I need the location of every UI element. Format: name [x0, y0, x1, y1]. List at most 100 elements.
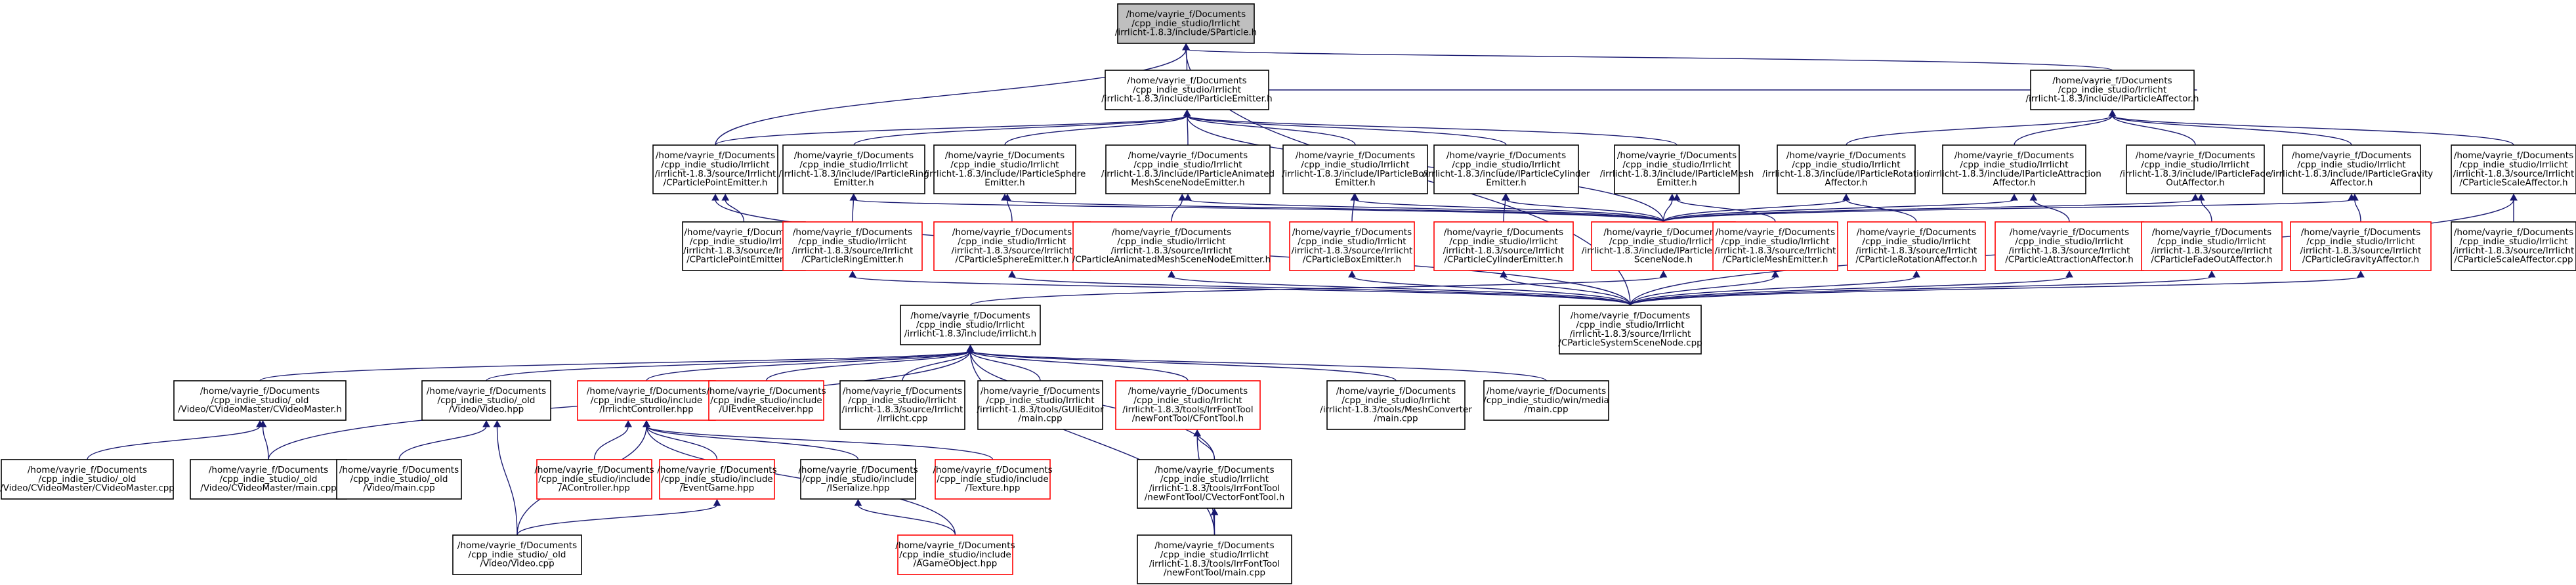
file-node-ccyl[interactable]: /home/vayrie_f/Documents/cpp_indie_studi…: [1433, 221, 1574, 271]
file-node-label-line: /home/vayrie_f/Documents: [657, 465, 776, 475]
file-node-tex[interactable]: /home/vayrie_f/Documents/cpp_indie_studi…: [933, 459, 1053, 500]
file-node-agame[interactable]: /home/vayrie_f/Documents/cpp_indie_studi…: [895, 534, 1015, 575]
file-node-box: [977, 380, 1103, 430]
include-edge-csysnode-to-cfade: [1630, 270, 2216, 306]
file-node-iring[interactable]: /home/vayrie_f/Documents/cpp_indie_studi…: [778, 144, 929, 194]
arrow-head-icon: [2357, 270, 2365, 278]
file-node-label-line: /cpp_indie_studio/_old: [211, 395, 309, 406]
arrow-head-icon: [1673, 193, 1681, 201]
file-node-video-cpp[interactable]: /home/vayrie_f/Documents/cpp_indie_studi…: [452, 534, 582, 575]
include-edge-isys-to-iattr: [1662, 193, 2018, 223]
file-node-box: [2030, 70, 2195, 110]
file-node-iattr[interactable]: /home/vayrie_f/Documents/cpp_indie_studi…: [1927, 144, 2101, 194]
include-edge-line: [1662, 199, 1673, 223]
node-layer: /home/vayrie_f/Documents/cpp_indie_studi…: [0, 3, 2576, 584]
file-node-label-line: /Video/CVideoMaster/CVideoMaster.h: [178, 404, 342, 415]
file-node-imesh[interactable]: /home/vayrie_f/Documents/cpp_indie_studi…: [1600, 144, 1754, 194]
file-node-label-line: /irrlicht-1.8.3/source/Irrlicht: [683, 246, 805, 256]
file-node-cvft[interactable]: /home/vayrie_f/Documents/cpp_indie_studi…: [1137, 459, 1292, 509]
include-edge-csysnode-to-canim: [1168, 270, 1631, 306]
file-node-cscale-cpp[interactable]: /home/vayrie_f/Documents/cpp_indie_studi…: [2451, 221, 2576, 271]
file-node-ibox[interactable]: /home/vayrie_f/Documents/cpp_indie_studi…: [1282, 144, 1429, 194]
include-edge-isys-to-imesh: [1662, 193, 1676, 223]
file-node-icyl[interactable]: /home/vayrie_f/Documents/cpp_indie_studi…: [1423, 144, 1590, 194]
file-node-label-line: /main.cpp: [1374, 414, 1418, 424]
file-node-iemit[interactable]: /home/vayrie_f/Documents/cpp_indie_studi…: [1101, 70, 1273, 110]
file-node-csysnode[interactable]: /home/vayrie_f/Documents/cpp_indie_studi…: [1558, 305, 1702, 355]
file-node-igrav[interactable]: /home/vayrie_f/Documents/cpp_indie_studi…: [2270, 144, 2433, 194]
file-node-cgrav[interactable]: /home/vayrie_f/Documents/cpp_indie_studi…: [2290, 221, 2432, 271]
file-node-cvm-cpp[interactable]: /home/vayrie_f/Documents/cpp_indie_studi…: [0, 459, 175, 500]
file-node-canim[interactable]: /home/vayrie_f/Documents/cpp_indie_studi…: [1072, 221, 1271, 271]
arrow-head-icon: [1008, 270, 1016, 278]
file-node-actrl[interactable]: /home/vayrie_f/Documents/cpp_indie_studi…: [534, 459, 654, 500]
file-node-box: [1591, 221, 1736, 271]
file-node-label-line: Affector.h: [1993, 178, 2036, 188]
file-node-label-line: /cpp_indie_studio/Irrlicht: [661, 160, 769, 170]
file-node-label-line: /irrlicht-1.8.3/include/IParticleRing: [778, 169, 929, 179]
file-node-win[interactable]: /home/vayrie_f/Documents/cpp_indie_studi…: [1483, 380, 1609, 421]
file-node-label-line: /cpp_indie_studio/Irrlicht: [2015, 236, 2123, 247]
file-node-cvm-h[interactable]: /home/vayrie_f/Documents/cpp_indie_studi…: [173, 380, 347, 421]
file-node-iaff[interactable]: /home/vayrie_f/Documents/cpp_indie_studi…: [2025, 70, 2199, 110]
file-node-ianim[interactable]: /home/vayrie_f/Documents/cpp_indie_studi…: [1101, 144, 1275, 194]
file-node-label-line: /CParticleAttractionAffector.h: [2005, 255, 2134, 265]
file-node-evtgame[interactable]: /home/vayrie_f/Documents/cpp_indie_studi…: [657, 459, 777, 500]
file-node-box: [839, 380, 965, 430]
file-node-cfonttool[interactable]: /home/vayrie_f/Documents/cpp_indie_studi…: [1115, 380, 1261, 430]
file-node-irrlicht-cpp[interactable]: /home/vayrie_f/Documents/cpp_indie_studi…: [839, 380, 965, 430]
file-node-box: [1117, 3, 1255, 44]
file-node-cattr[interactable]: /home/vayrie_f/Documents/cpp_indie_studi…: [1995, 221, 2144, 271]
file-node-label-line: /CParticleRingEmitter.h: [801, 255, 904, 265]
include-edge-cfonttool-to-irrlicht-h: [966, 344, 1189, 381]
file-node-video-main[interactable]: /home/vayrie_f/Documents/cpp_indie_studi…: [336, 459, 462, 500]
include-edge-iser-to-irrctrl: [643, 420, 859, 460]
file-node-iser[interactable]: /home/vayrie_f/Documents/cpp_indie_studi…: [798, 459, 918, 500]
file-node-irot[interactable]: /home/vayrie_f/Documents/cpp_indie_studi…: [1762, 144, 1930, 194]
file-node-cring[interactable]: /home/vayrie_f/Documents/cpp_indie_studi…: [782, 221, 923, 271]
file-node-csphere[interactable]: /home/vayrie_f/Documents/cpp_indie_studi…: [933, 221, 1091, 271]
file-node-label-line: /AGameObject.hpp: [914, 559, 998, 569]
file-node-isys[interactable]: /home/vayrie_f/Documents/cpp_indie_studi…: [1582, 221, 1745, 271]
file-node-ftmain[interactable]: /home/vayrie_f/Documents/cpp_indie_studi…: [1137, 534, 1292, 584]
file-node-label-line: /cpp_indie_studio/Irrlicht: [848, 395, 956, 406]
file-node-cscale-h[interactable]: /home/vayrie_f/Documents/cpp_indie_studi…: [2451, 144, 2576, 194]
include-edge-iring-to-iemit: [853, 109, 1191, 146]
file-node-cpoint-h[interactable]: /home/vayrie_f/Documents/cpp_indie_studi…: [652, 144, 778, 194]
file-node-ifade[interactable]: /home/vayrie_f/Documents/cpp_indie_studi…: [2120, 144, 2271, 194]
include-edge-isys-to-icyl: [1502, 193, 1664, 223]
file-node-uievt[interactable]: /home/vayrie_f/Documents/cpp_indie_studi…: [706, 380, 826, 421]
file-node-label-line: /cpp_indie_studio/Irrlicht: [1117, 236, 1225, 247]
file-node-box: [782, 221, 923, 271]
file-node-cvm-main[interactable]: /home/vayrie_f/Documents/cpp_indie_studi…: [190, 459, 347, 500]
file-node-cfade[interactable]: /home/vayrie_f/Documents/cpp_indie_studi…: [2141, 221, 2283, 271]
file-node-label-line: /irrlicht-1.8.3/include/IParticleEmitter…: [1101, 94, 1273, 104]
file-node-irrctrl[interactable]: /home/vayrie_f/Documents/cpp_indie_studi…: [577, 380, 716, 421]
arrow-head-icon: [482, 420, 490, 427]
file-node-irrlicht-h[interactable]: /home/vayrie_f/Documents/cpp_indie_studi…: [900, 305, 1041, 345]
include-edge-csysnode-to-crot: [1630, 270, 1920, 306]
arrow-head-icon: [2197, 193, 2205, 201]
file-node-label-line: /irrlicht-1.8.3/tools/MeshConverter: [1320, 404, 1472, 415]
include-edge-line: [1630, 276, 2361, 306]
include-edge-line: [1185, 49, 2113, 71]
file-node-label-line: /home/vayrie_f/Documents: [981, 386, 1100, 397]
file-node-label-line: /CParticleSystemSceneNode.cpp: [1558, 338, 1702, 349]
file-node-label-line: /irrlicht-1.8.3/include/IParticleAnimate…: [1101, 169, 1275, 179]
file-node-label-line: /home/vayrie_f/Documents: [1857, 227, 1976, 238]
include-edge-line: [2201, 199, 2212, 223]
include-edge-isys-to-igrav: [1662, 193, 2355, 223]
file-node-label-line: /home/vayrie_f/Documents: [910, 311, 1030, 321]
file-node-cbox[interactable]: /home/vayrie_f/Documents/cpp_indie_studi…: [1289, 221, 1415, 271]
file-node-cpoint-cpp[interactable]: /home/vayrie_f/Documents/cpp_indie_studi…: [682, 221, 806, 271]
file-node-cmesh[interactable]: /home/vayrie_f/Documents/cpp_indie_studi…: [1712, 221, 1838, 271]
file-node-label-line: /Video/main.cpp: [363, 483, 435, 494]
file-node-meshconv[interactable]: /home/vayrie_f/Documents/cpp_indie_studi…: [1320, 380, 1472, 430]
file-node-video-hpp[interactable]: /home/vayrie_f/Documents/cpp_indie_studi…: [421, 380, 551, 421]
include-edge-line: [1171, 199, 1183, 223]
file-node-crot[interactable]: /home/vayrie_f/Documents/cpp_indie_studi…: [1847, 221, 1986, 271]
arrow-head-icon: [1500, 270, 1508, 278]
file-node-guied[interactable]: /home/vayrie_f/Documents/cpp_indie_studi…: [977, 380, 1104, 430]
file-node-isphere[interactable]: /home/vayrie_f/Documents/cpp_indie_studi…: [924, 144, 1086, 194]
file-node-label-line: /home/vayrie_f/Documents: [28, 465, 147, 475]
